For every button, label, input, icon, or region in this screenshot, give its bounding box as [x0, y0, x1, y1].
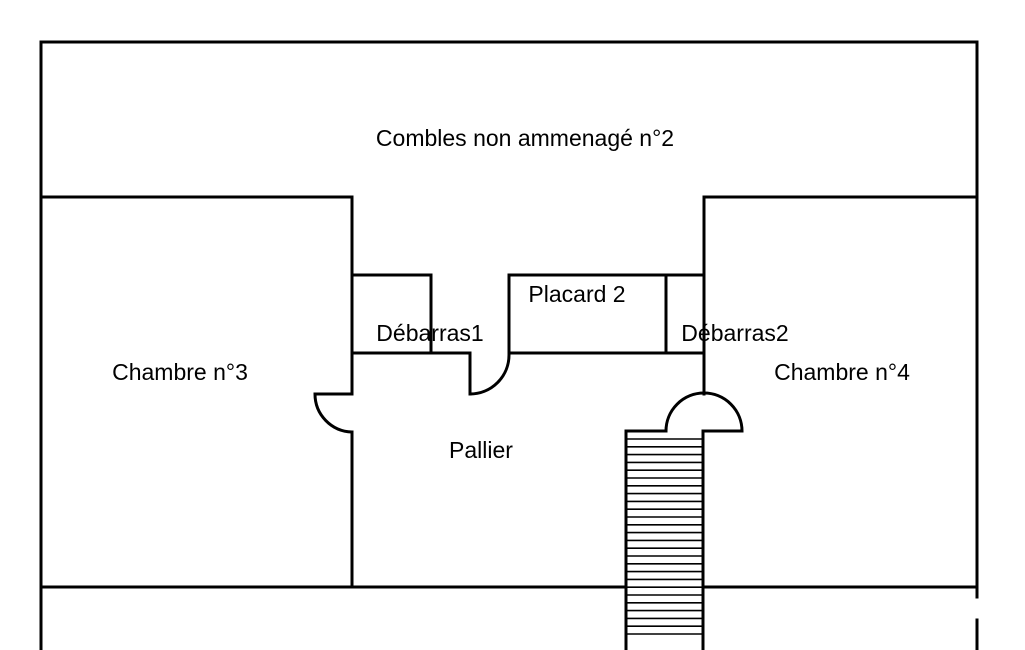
chambre4-door-arc	[624, 391, 744, 433]
room-label-placard2: Placard 2	[528, 281, 625, 307]
room-label-debarras1: Débarras1	[376, 320, 483, 346]
debarras1-door-arc	[468, 353, 511, 396]
room-label-chambre3: Chambre n°3	[112, 359, 248, 385]
outer-wall	[39, 40, 979, 650]
placard-walls	[507, 273, 706, 355]
room-label-chambre4: Chambre n°4	[774, 359, 910, 385]
staircase	[626, 438, 703, 635]
chambre3-door-arc	[313, 392, 354, 434]
room-label-debarras2: Débarras2	[681, 320, 788, 346]
room-label-combles: Combles non ammenagé n°2	[376, 125, 674, 151]
room-label-pallier: Pallier	[449, 437, 513, 463]
debarras1-walls	[350, 273, 472, 396]
